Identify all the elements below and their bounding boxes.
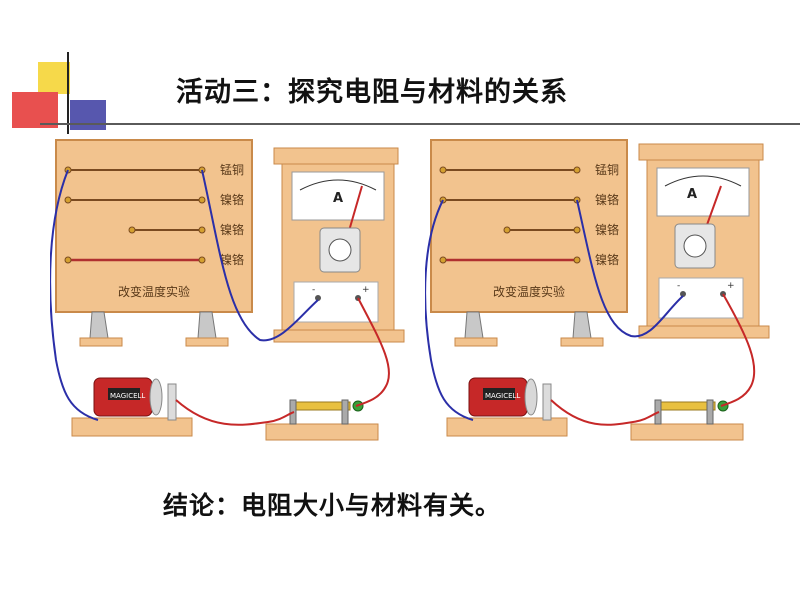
- wire-red-meter-switch: [720, 293, 756, 407]
- wire-label: 镍铬: [595, 252, 619, 267]
- ammeter-base: [638, 325, 770, 339]
- wire-label: 锰铜: [595, 162, 619, 177]
- ammeter: A - +: [273, 147, 405, 343]
- logo-red-square: [12, 92, 58, 128]
- page-title: 活动三：探究电阻与材料的关系: [176, 77, 568, 108]
- wire-red-battery-switch: [550, 399, 660, 426]
- board-caption: 改变温度实验: [493, 284, 565, 299]
- meter-unit: A: [687, 187, 697, 202]
- knife-switch: [265, 399, 379, 441]
- meter-terminal-plate: [293, 281, 379, 323]
- dial-scale: [664, 175, 742, 187]
- experiment-panel-right: 锰铜 镍铬 镍铬 镍铬 改变温度实验 A - + MAGICELL: [425, 139, 770, 441]
- terminal: [64, 256, 72, 264]
- knife-switch: [630, 399, 744, 441]
- resistance-board: [55, 139, 253, 313]
- wire-label: 镍铬: [220, 252, 244, 267]
- slide-logo: [12, 52, 106, 134]
- board-stand-right: [572, 311, 592, 339]
- conclusion-text: 结论：电阻大小与材料有关。: [163, 491, 502, 520]
- battery-band: [108, 388, 140, 400]
- switch-blade: [656, 401, 716, 411]
- terminal: [439, 256, 447, 264]
- battery: MAGICELL: [446, 377, 568, 437]
- wire-label: 镍铬: [595, 192, 619, 207]
- meter-terminal-negative: [315, 295, 321, 301]
- wire-label: 镍铬: [595, 222, 619, 237]
- terminal-label: -: [312, 285, 315, 295]
- terminal: [64, 196, 72, 204]
- switch-base: [630, 423, 744, 441]
- terminal-label: +: [362, 285, 370, 295]
- logo-blue-square: [70, 100, 106, 130]
- battery-label: MAGICELL: [110, 392, 145, 400]
- meter-coil: [683, 234, 707, 258]
- terminal-label: -: [677, 281, 680, 291]
- title-divider: [40, 123, 800, 125]
- terminal: [198, 196, 206, 204]
- battery-end: [149, 378, 163, 416]
- battery-band: [483, 388, 515, 400]
- logo-yellow-square: [38, 62, 70, 94]
- resistance-board: [430, 139, 628, 313]
- battery-base: [446, 417, 568, 437]
- ammeter-base: [273, 329, 405, 343]
- terminal: [573, 166, 581, 174]
- battery-label: MAGICELL: [485, 392, 520, 400]
- wire-label: 镍铬: [220, 192, 244, 207]
- battery-clip: [167, 383, 177, 421]
- terminal: [573, 256, 581, 264]
- terminal: [128, 226, 136, 234]
- meter-terminal-plate: [658, 277, 744, 319]
- battery: MAGICELL: [71, 377, 193, 437]
- meter-coil: [328, 238, 352, 262]
- board-caption: 改变温度实验: [118, 284, 190, 299]
- terminal-label: +: [727, 281, 735, 291]
- wire-blue-board-meter: [201, 169, 319, 342]
- ammeter-dial: [656, 167, 750, 217]
- wire-blue-board-battery: [425, 199, 474, 421]
- board-stand-right: [197, 311, 217, 339]
- wire-blue-board-meter: [576, 199, 684, 338]
- dial-scale: [299, 179, 377, 191]
- ammeter-top: [638, 143, 764, 161]
- board-stand-left: [89, 311, 109, 339]
- terminal: [198, 226, 206, 234]
- terminal: [198, 256, 206, 264]
- wire-label: 锰铜: [220, 162, 244, 177]
- ammeter: A - +: [638, 143, 770, 339]
- stand-base: [79, 337, 123, 347]
- wire-blue-board-battery: [50, 169, 99, 421]
- stand-base: [560, 337, 604, 347]
- wire-label: 镍铬: [220, 222, 244, 237]
- switch-base: [265, 423, 379, 441]
- terminal: [503, 226, 511, 234]
- board-stand-left: [464, 311, 484, 339]
- battery-clip: [542, 383, 552, 421]
- switch-blade: [291, 401, 351, 411]
- wire-red-battery-switch: [175, 399, 295, 426]
- wire-red-meter-switch: [355, 297, 390, 407]
- experiment-panel-left: 锰铜 镍铬 镍铬 镍铬 改变温度实验 A - + MAGICELL: [50, 139, 405, 441]
- ammeter-top: [273, 147, 399, 165]
- battery-end: [524, 378, 538, 416]
- meter-unit: A: [333, 191, 343, 206]
- switch-post: [341, 399, 349, 425]
- stand-base: [185, 337, 229, 347]
- terminal: [439, 166, 447, 174]
- stand-base: [454, 337, 498, 347]
- battery-base: [71, 417, 193, 437]
- switch-post: [706, 399, 714, 425]
- terminal: [573, 226, 581, 234]
- meter-terminal-negative: [680, 291, 686, 297]
